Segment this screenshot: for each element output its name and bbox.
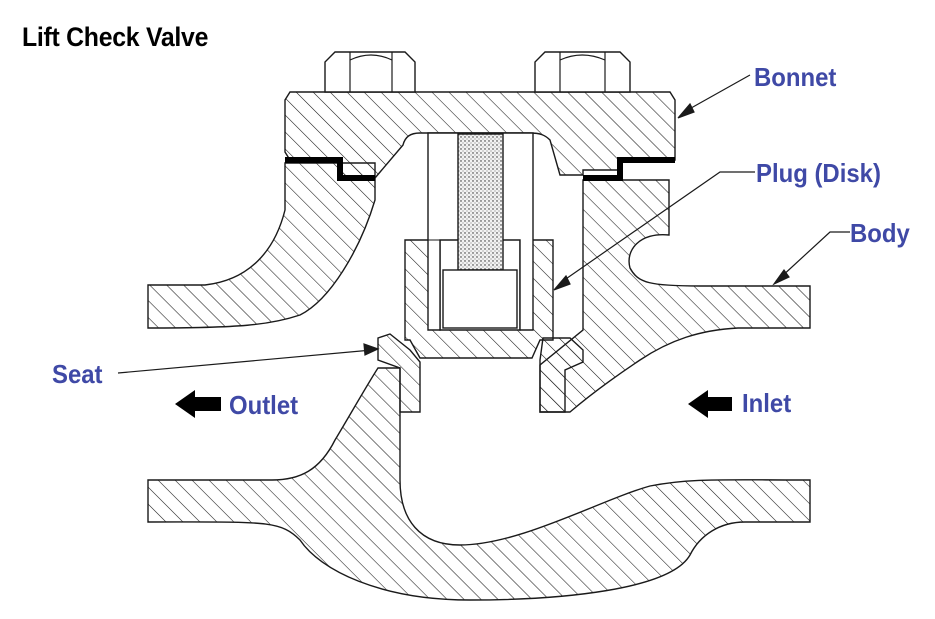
label-body: Body bbox=[850, 218, 910, 248]
body-lower bbox=[147, 367, 811, 601]
label-seat: Seat bbox=[52, 359, 103, 389]
arrow-left-icon bbox=[688, 390, 732, 418]
plug-inner-wall bbox=[427, 239, 441, 331]
plug-pocket bbox=[442, 269, 518, 329]
bolt-left bbox=[324, 51, 416, 93]
page-title: Lift Check Valve bbox=[22, 22, 209, 52]
seat-ring bbox=[377, 333, 421, 413]
arrow-left-icon bbox=[175, 390, 221, 418]
leader-bonnet bbox=[683, 74, 751, 113]
leader-seat bbox=[117, 349, 373, 374]
spring-insert bbox=[457, 133, 504, 271]
gasket-right bbox=[583, 157, 675, 181]
seat-ring-right bbox=[539, 337, 584, 413]
gasket-left bbox=[285, 157, 375, 181]
body-upper-right bbox=[539, 179, 811, 413]
label-outlet: Outlet bbox=[229, 390, 299, 420]
label-inlet: Inlet bbox=[742, 388, 792, 418]
leader-plug bbox=[559, 171, 755, 284]
label-bonnet: Bonnet bbox=[754, 62, 837, 92]
body-upper-left bbox=[147, 162, 376, 329]
label-plug: Plug (Disk) bbox=[756, 158, 881, 188]
leader-body bbox=[779, 231, 850, 279]
bolt-right bbox=[534, 51, 631, 93]
